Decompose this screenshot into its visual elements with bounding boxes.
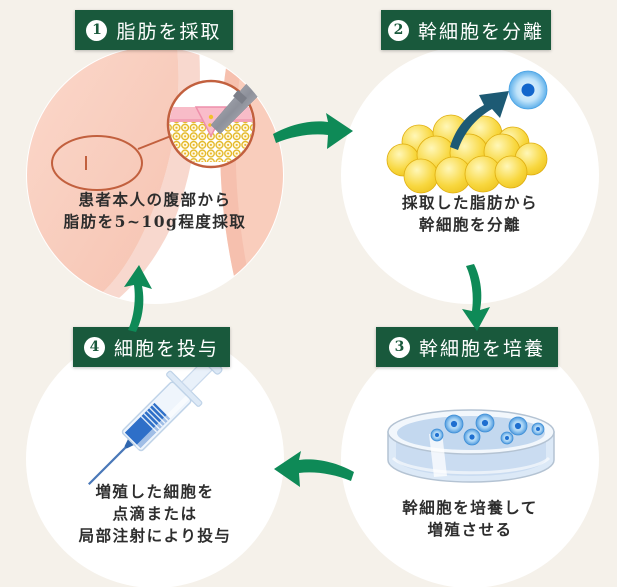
step-2-title: 幹細胞を分離	[417, 20, 544, 43]
step-1-label: 1 脂肪を採取	[75, 10, 233, 50]
separation-arrow-icon	[450, 91, 509, 150]
stem-cell	[508, 70, 548, 110]
step-4-label: 4 細胞を投与	[73, 327, 230, 367]
step-4-title: 細胞を投与	[113, 337, 219, 360]
step-2-caption: 採取した脂肪から 幹細胞を分離	[401, 193, 538, 234]
abdomen-fat-sampling-illustration	[27, 47, 283, 303]
step-3-panel	[341, 330, 599, 587]
step-4-panel	[26, 330, 284, 587]
step-3-label: 3 幹細胞を培養	[376, 327, 558, 367]
step-1-panel	[26, 46, 284, 304]
arrow-step4-to-step1-icon	[124, 265, 152, 332]
step-2-panel	[341, 46, 599, 304]
petri-dish-illustration	[387, 409, 555, 483]
fat-cluster-stem-cell-illustration	[386, 70, 548, 194]
arrow-step3-to-step4-icon	[274, 451, 354, 487]
arrow-step2-to-step3-icon	[462, 264, 490, 331]
step-3-title: 幹細胞を培養	[418, 337, 545, 360]
step-2-label: 2 幹細胞を分離	[381, 10, 551, 50]
step-2-number-badge: 2	[387, 19, 409, 41]
syringe-illustration	[87, 350, 223, 486]
step-4-number-badge: 4	[83, 336, 105, 358]
step-1-title: 脂肪を採取	[116, 20, 222, 43]
step-3-caption: 幹細胞を培養して 増殖させる	[402, 498, 538, 539]
step-3-number-badge: 3	[388, 336, 410, 358]
arrow-step1-to-step2-icon	[273, 113, 353, 149]
step-1-caption: 患者本人の腹部から 脂肪を5~10g程度採取	[63, 190, 247, 231]
step-1-number-badge: 1	[86, 19, 108, 41]
cannula-instrument	[210, 73, 269, 135]
navel-highlight-ellipse	[51, 135, 143, 191]
step-4-caption: 増殖した細胞を 点滴または 局部注射により投与	[78, 482, 232, 545]
fat-cell-cluster	[386, 114, 548, 194]
